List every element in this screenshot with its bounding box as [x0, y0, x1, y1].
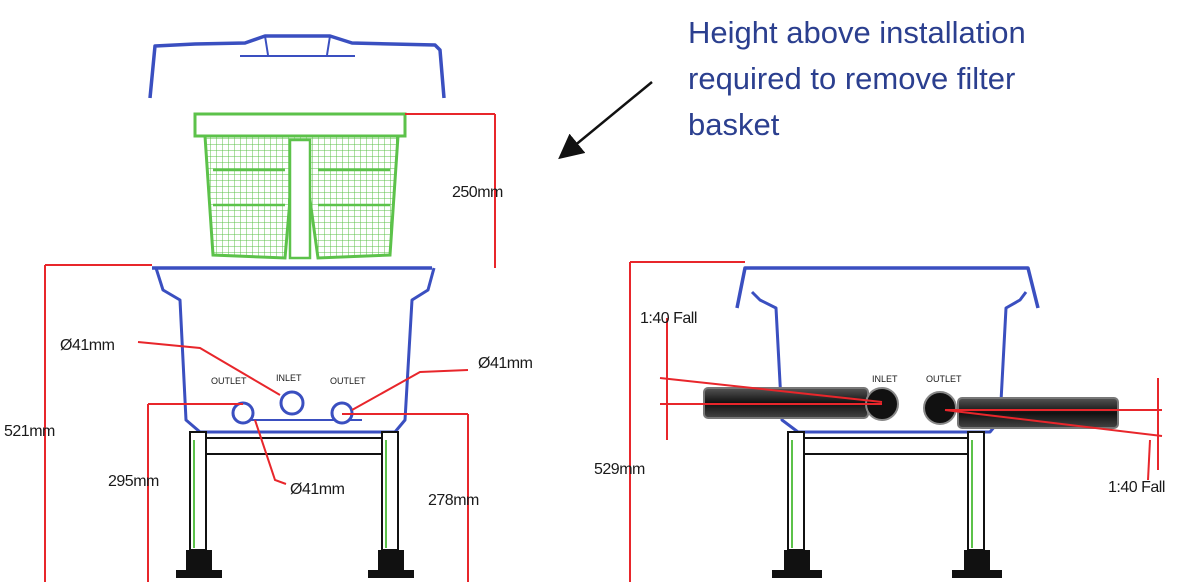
right-stand [772, 431, 1002, 578]
note-line-1: Height above installation [688, 15, 1026, 50]
note-line-3: basket [688, 107, 780, 142]
fall-label-right: 1:40 Fall [1108, 479, 1165, 496]
filter-basket [193, 112, 407, 260]
basket-height-label: 250mm [452, 184, 503, 201]
left-view: OUTLET INLET OUTLET [4, 34, 533, 582]
left-lid [148, 34, 446, 99]
annotation-arrow [558, 81, 653, 160]
inlet-port [279, 390, 305, 416]
outlet-pipe [957, 397, 1119, 429]
outlet-height-label: 278mm [428, 492, 479, 509]
right-tank-body [735, 266, 1040, 434]
left-outlet-port [231, 401, 255, 425]
right-dimensions [629, 261, 1163, 582]
right-total-height-label: 529mm [594, 461, 645, 478]
diameter-label-bottom: Ø41mm [290, 481, 345, 498]
port-label-outlet-right: OUTLET [330, 376, 366, 386]
note-line-2: required to remove filter [688, 61, 1016, 96]
right-view: INLET OUTLET [594, 261, 1165, 582]
basket-removal-note: Height above installation required to re… [688, 10, 1158, 148]
diameter-label-right: Ø41mm [478, 355, 533, 372]
port-label-outlet-left: OUTLET [211, 376, 247, 386]
left-dimensions [44, 113, 496, 582]
port-label-inlet: INLET [276, 373, 302, 383]
fall-label-left: 1:40 Fall [640, 310, 697, 327]
inlet-height-label: 295mm [108, 473, 159, 490]
left-total-height-label: 521mm [4, 423, 55, 440]
right-port-label-inlet: INLET [872, 374, 898, 384]
right-port-label-outlet: OUTLET [926, 374, 962, 384]
diameter-label-left: Ø41mm [60, 337, 115, 354]
left-stand [176, 431, 414, 578]
